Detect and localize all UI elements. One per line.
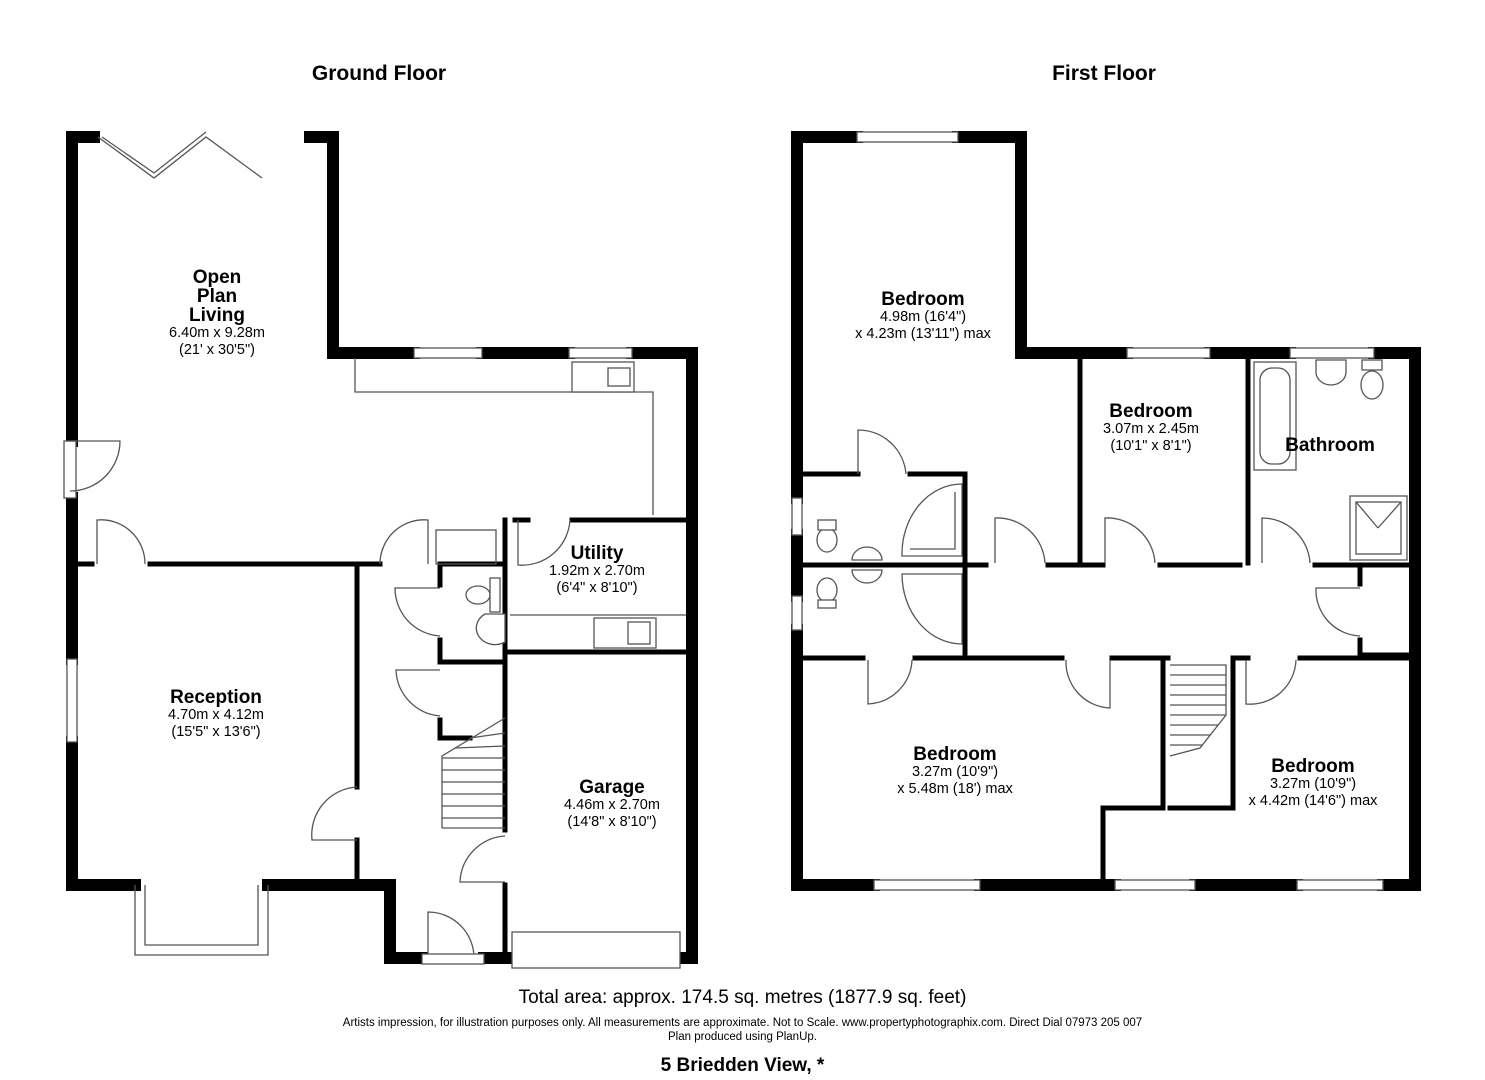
first-floor-plan (791, 131, 1421, 891)
toilet-icon (816, 527, 838, 553)
room-dimensions-max: x 4.42m (14'6") max (1248, 792, 1378, 809)
room-name: Bathroom (1285, 435, 1375, 456)
room-label-bedroom-4: Bedroom 3.27m (10'9") x 4.42m (14'6") ma… (1249, 757, 1378, 809)
window-icon (1126, 347, 1211, 359)
room-dimensions-imperial: (6'4" x 8'10") (556, 579, 638, 596)
shower-icon (901, 483, 963, 557)
room-label-utility: Utility 1.92m x 2.70m (6'4" x 8'10") (549, 544, 645, 596)
basin-icon (851, 569, 883, 584)
toilet-icon (465, 585, 491, 605)
ground-floor-plan (63, 131, 698, 969)
room-label-bedroom-2: Bedroom 3.07m x 2.45m (10'1" x 8'1") (1103, 402, 1199, 454)
window-icon (873, 879, 981, 891)
first-floor-walls (791, 131, 1421, 891)
kitchen-worktop (354, 358, 654, 515)
door-icon (394, 587, 441, 637)
window-icon (1296, 879, 1384, 891)
room-dimensions: 4.46m x 2.70m (564, 797, 660, 813)
room-dimensions: 4.98m (16'4") (879, 309, 967, 325)
room-name: Bedroom (913, 744, 997, 765)
property-address: 5 Briedden View, * (660, 1055, 825, 1076)
bath-icon (1253, 361, 1297, 471)
room-label-open-plan-living: Open Plan Living 6.40m x 9.28m (21' x 30… (169, 268, 265, 358)
basin-icon (1315, 359, 1347, 386)
room-dimensions-imperial: (10'1" x 8'1") (1110, 437, 1192, 454)
door-icon (379, 519, 429, 565)
room-dimensions: 6.40m x 9.28m (169, 325, 265, 341)
door-icon (459, 835, 506, 883)
room-dimensions: 3.27m (10'9") (1269, 776, 1357, 792)
window-icon (791, 497, 803, 536)
room-dimensions-imperial: (21' x 30'5") (179, 341, 255, 358)
room-label-bedroom-1: Bedroom 4.98m (16'4") x 4.23m (13'11") m… (855, 290, 991, 342)
bay-window-icon (134, 885, 269, 956)
window-icon (856, 131, 959, 143)
room-dimensions-imperial: (15'5" x 13'6") (171, 723, 261, 740)
window-icon (791, 595, 803, 631)
room-dimensions: 1.92m x 2.70m (549, 563, 645, 579)
window-icon (1289, 347, 1375, 359)
ground-floor-title: Ground Floor (311, 62, 447, 85)
room-name: Living (189, 305, 245, 326)
room-dimensions-max: x 5.48m (18') max (897, 780, 1013, 797)
toilet-icon (816, 577, 838, 603)
first-floor-title: First Floor (1052, 62, 1156, 85)
door-icon (1065, 659, 1111, 709)
door-icon (857, 429, 907, 475)
room-dimensions: 4.70m x 4.12m (168, 707, 264, 723)
door-icon (395, 669, 441, 717)
window-icon (568, 347, 633, 359)
window-icon (66, 658, 78, 743)
room-name: Plan (196, 286, 238, 307)
window-icon (1114, 879, 1196, 891)
room-name: Utility (570, 543, 624, 564)
door-icon (311, 786, 358, 841)
room-name: Open (192, 267, 242, 288)
basin-icon (851, 546, 883, 561)
bifold-door-icon (97, 136, 263, 179)
door-icon (994, 517, 1046, 564)
first-floor-stairs (1169, 664, 1227, 757)
ground-floor-stairs (441, 717, 506, 829)
room-label-bathroom: Bathroom (1285, 436, 1375, 455)
garage-door-icon (511, 931, 681, 969)
toilet-icon (1360, 370, 1384, 400)
front-door-icon (427, 911, 475, 959)
window-icon (413, 347, 483, 359)
room-dimensions-imperial: (14'8" x 8'10") (567, 813, 657, 830)
disclaimer-text: Artists impression, for illustration pur… (342, 1017, 1143, 1029)
room-label-bedroom-3: Bedroom 3.27m (10'9") x 5.48m (18') max (897, 745, 1013, 797)
room-dimensions: 3.07m x 2.45m (1103, 421, 1199, 437)
total-area: Total area: approx. 174.5 sq. metres (18… (518, 987, 967, 1008)
room-name: Bedroom (1109, 401, 1193, 422)
basin-icon (475, 613, 506, 646)
door-icon (1104, 517, 1156, 564)
door-icon (1261, 517, 1311, 564)
room-dimensions: 3.27m (10'9") (911, 764, 999, 780)
room-label-reception: Reception 4.70m x 4.12m (15'5" x 13'6") (168, 688, 264, 740)
door-icon (1315, 587, 1361, 637)
room-dimensions-max: x 4.23m (13'11") max (855, 325, 991, 342)
room-name: Reception (170, 687, 262, 708)
room-name: Bedroom (1271, 756, 1355, 777)
door-icon (1245, 659, 1297, 705)
side-door-icon (69, 440, 121, 492)
room-name: Garage (579, 777, 645, 798)
produced-by-text: Plan produced using PlanUp. (668, 1031, 817, 1043)
room-label-garage: Garage 4.46m x 2.70m (14'8" x 8'10") (564, 778, 660, 830)
room-name: Bedroom (881, 289, 965, 310)
shower-icon (901, 573, 963, 645)
door-icon (517, 519, 571, 566)
door-icon (96, 519, 146, 565)
door-icon (867, 659, 913, 705)
